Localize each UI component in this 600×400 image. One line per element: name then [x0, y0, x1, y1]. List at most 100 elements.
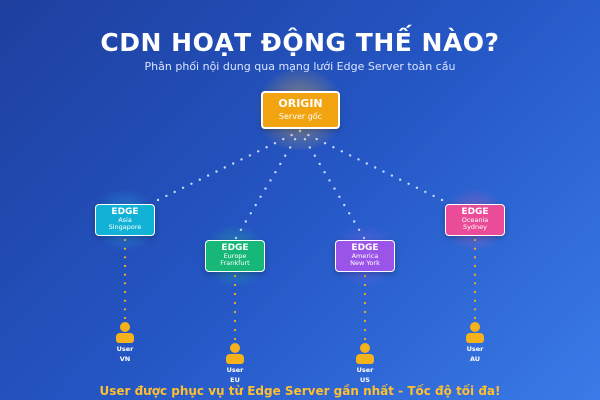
edge-node-asia: EDGE Asia Singapore	[95, 204, 155, 236]
connector-dot	[123, 299, 127, 302]
connector-dot	[363, 337, 367, 341]
connector-dot	[215, 170, 218, 173]
connector-dot	[279, 162, 282, 166]
connector-dot	[363, 274, 367, 278]
user-label: User	[356, 366, 374, 374]
connector-dot	[233, 337, 237, 341]
user-icon	[356, 343, 374, 365]
connector-dot	[363, 328, 367, 332]
edge-city: New York	[350, 259, 380, 268]
user-location: AU	[469, 354, 481, 363]
connector-dot	[123, 273, 127, 276]
connector-dot	[374, 166, 377, 169]
connector-dot	[233, 292, 237, 296]
user-location: VN	[119, 354, 131, 363]
connector-dot	[244, 220, 247, 223]
connector-dot	[123, 282, 127, 285]
connector-dot	[123, 264, 127, 268]
connector-dot	[232, 162, 235, 165]
connector-dot	[273, 142, 277, 145]
connector-dot	[363, 310, 367, 314]
connector-origin-oceania	[298, 129, 444, 202]
connector-dot	[234, 236, 238, 240]
connector-dot	[123, 238, 127, 242]
connector-dot	[265, 146, 268, 149]
user-icon	[226, 343, 244, 365]
connector-dot	[123, 308, 127, 311]
connector-dot	[264, 187, 267, 190]
connector-dot	[363, 292, 367, 296]
connector-dot	[123, 290, 127, 294]
connector-dot	[315, 137, 318, 141]
connector-dot	[432, 194, 435, 198]
connector-dot	[399, 178, 402, 181]
connector-origin-asia	[156, 129, 302, 202]
connector-dot	[198, 178, 201, 181]
connector-dot	[123, 247, 127, 250]
connector-dot	[407, 182, 410, 185]
connector-dot	[348, 212, 351, 215]
edge-region: Europe	[223, 252, 247, 260]
connector-dot	[473, 238, 477, 242]
connector-dot	[313, 154, 316, 157]
connector-dot	[473, 290, 477, 294]
user-icon	[116, 322, 134, 344]
connector-dot	[353, 220, 356, 223]
connector-dot	[123, 256, 127, 259]
connector-dot	[348, 154, 352, 157]
connector-dot	[308, 146, 311, 149]
edge-region: America	[351, 252, 379, 260]
connector-dot	[338, 195, 341, 198]
connector-dot	[293, 138, 297, 141]
user-eu: User EU	[215, 343, 255, 385]
user-label: User	[226, 366, 244, 374]
edge-title: EDGE	[351, 243, 379, 253]
connector-dot	[173, 190, 176, 194]
edge-city: Singapore	[108, 223, 142, 232]
connector-dot	[473, 273, 477, 276]
connector-america-user	[363, 274, 367, 341]
connector-oceania-user	[473, 238, 477, 320]
edge-node-europe: EDGE Europe Frankfurt	[205, 240, 265, 272]
connector-dot	[473, 308, 477, 311]
page-subtitle: Phân phối nội dung qua mạng lưới Edge Se…	[144, 60, 456, 73]
connector-dot	[473, 264, 477, 268]
connector-dot	[363, 301, 367, 305]
connector-dot	[248, 154, 252, 157]
connector-dot	[332, 146, 335, 149]
edge-city: Frankfurt	[220, 259, 250, 268]
connector-dot	[289, 146, 292, 149]
connector-dot	[343, 203, 346, 207]
connector-europe-user	[233, 274, 237, 341]
user-location: EU	[230, 375, 240, 384]
connector-dot	[233, 328, 237, 332]
connector-origin-america	[298, 129, 366, 240]
connector-dot	[473, 299, 477, 302]
connector-dot	[362, 236, 366, 240]
connector-dot	[249, 212, 252, 215]
edge-node-oceania: EDGE Oceania Sydney	[445, 204, 505, 236]
connector-dot	[223, 166, 226, 169]
edge-title: EDGE	[461, 207, 489, 217]
connector-dot	[473, 256, 477, 259]
user-label: User	[116, 345, 134, 353]
connector-dot	[233, 310, 237, 314]
connector-origin-europe	[234, 129, 302, 240]
connector-dot	[382, 170, 385, 173]
connector-dot	[318, 162, 321, 166]
edge-title: EDGE	[111, 207, 139, 217]
connector-dot	[284, 154, 287, 157]
connector-dot	[390, 174, 394, 177]
connector-dot	[206, 174, 210, 177]
connector-dot	[415, 186, 419, 189]
connector-dot	[233, 274, 237, 278]
connector-dot	[365, 162, 368, 165]
origin-subtitle: Server gốc	[278, 112, 323, 121]
connector-dot	[269, 179, 272, 182]
connector-dot	[233, 301, 237, 305]
connector-dot	[473, 247, 477, 250]
connector-dot	[424, 190, 427, 194]
user-au: User AU	[455, 322, 495, 364]
connector-dot	[323, 171, 326, 174]
